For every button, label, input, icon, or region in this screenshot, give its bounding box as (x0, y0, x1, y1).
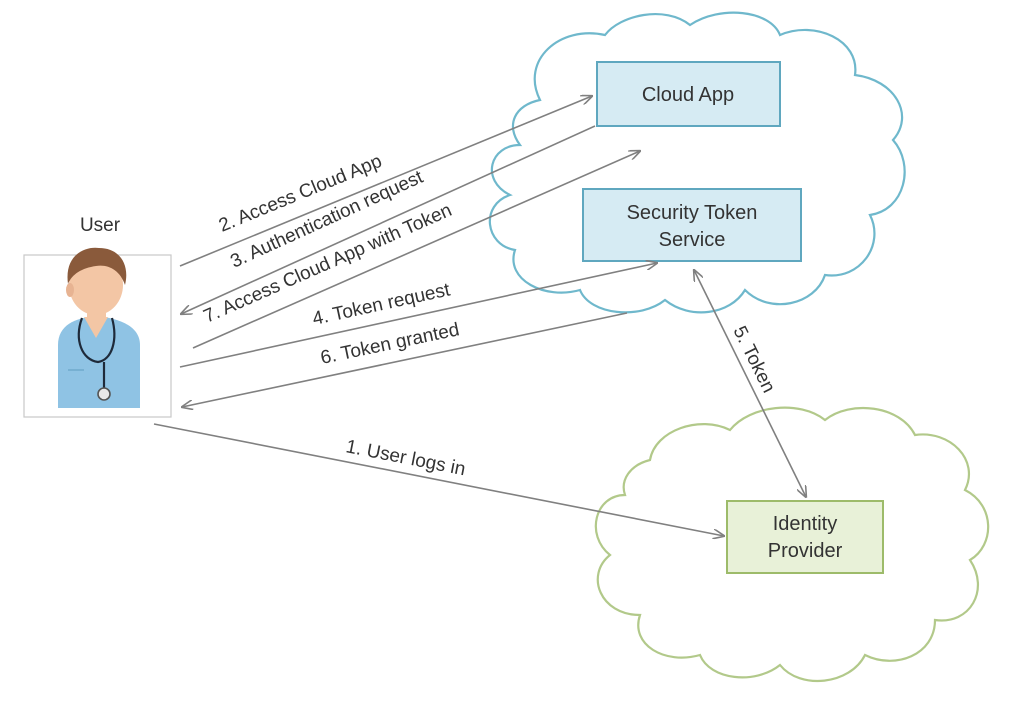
cloud-app-label: Cloud App (642, 84, 734, 106)
arrow-access-with-token (192, 151, 640, 349)
user-label: User (80, 215, 121, 236)
cloud-app-node: Cloud App (596, 61, 781, 127)
cloud-blue (488, 11, 906, 314)
security-token-service-node: Security Token Service (582, 188, 802, 262)
label-token-granted: 6. Token granted (319, 319, 461, 369)
label-token: 5. Token (729, 323, 779, 396)
arrows (153, 96, 806, 536)
sts-label-line1: Security Token (627, 202, 758, 224)
identity-provider-node: Identity Provider (726, 500, 884, 574)
arrow-access-cloud-app (179, 96, 592, 267)
arrow-auth-request (181, 125, 596, 314)
idp-label-line1: Identity (773, 513, 837, 535)
sts-label-line2: Service (659, 229, 726, 251)
arrow-user-logs-in (153, 423, 724, 536)
arrow-token-request (179, 263, 657, 368)
idp-label-line2: Provider (768, 540, 843, 562)
arrow-token-granted (182, 312, 628, 407)
arrow-token (694, 270, 806, 497)
user-avatar (23, 247, 172, 418)
